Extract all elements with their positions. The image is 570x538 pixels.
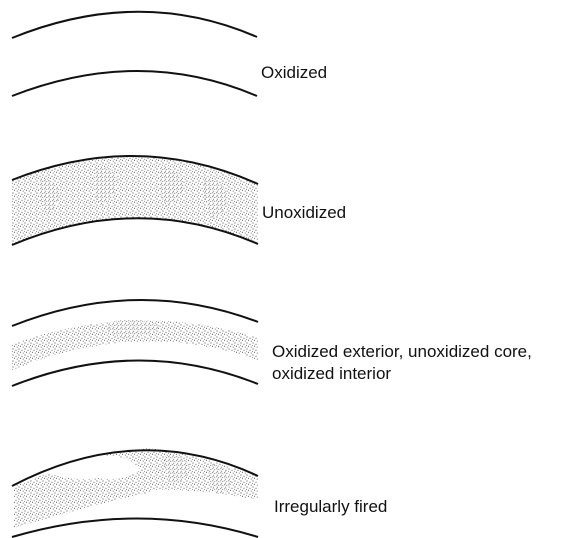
oxidized-section [11,10,258,97]
irregular-outer-arc [11,449,259,487]
label-irregularly-fired: Irregularly fired [274,497,388,516]
irregular-inner-arc [11,517,259,538]
label-unoxidized: Unoxidized [262,203,347,222]
irregular-clear-patch-1 [40,455,140,479]
sandwich-outer-arc [11,298,259,327]
label-oxidized-exterior-core-interior: Oxidized exterior, unoxidized core, oxid… [272,341,532,385]
unoxidized-stippled-body [12,155,258,245]
oxidized-inner-arc [11,70,258,97]
sandwich-core-band [12,320,258,370]
label-oxidized: Oxidized [261,63,328,82]
label-line-2: oxidized interior [272,364,392,383]
irregular-clear-patch-2 [150,489,258,525]
sandwich-section [11,298,259,387]
unoxidized-inner-arc [11,217,259,246]
unoxidized-outer-arc [11,154,259,185]
irregular-section [11,448,259,538]
unoxidized-section [11,154,259,246]
sandwich-inner-arc [11,359,259,387]
oxidized-outer-arc [11,10,258,39]
label-line-1: Oxidized exterior, unoxidized core, [272,342,532,361]
